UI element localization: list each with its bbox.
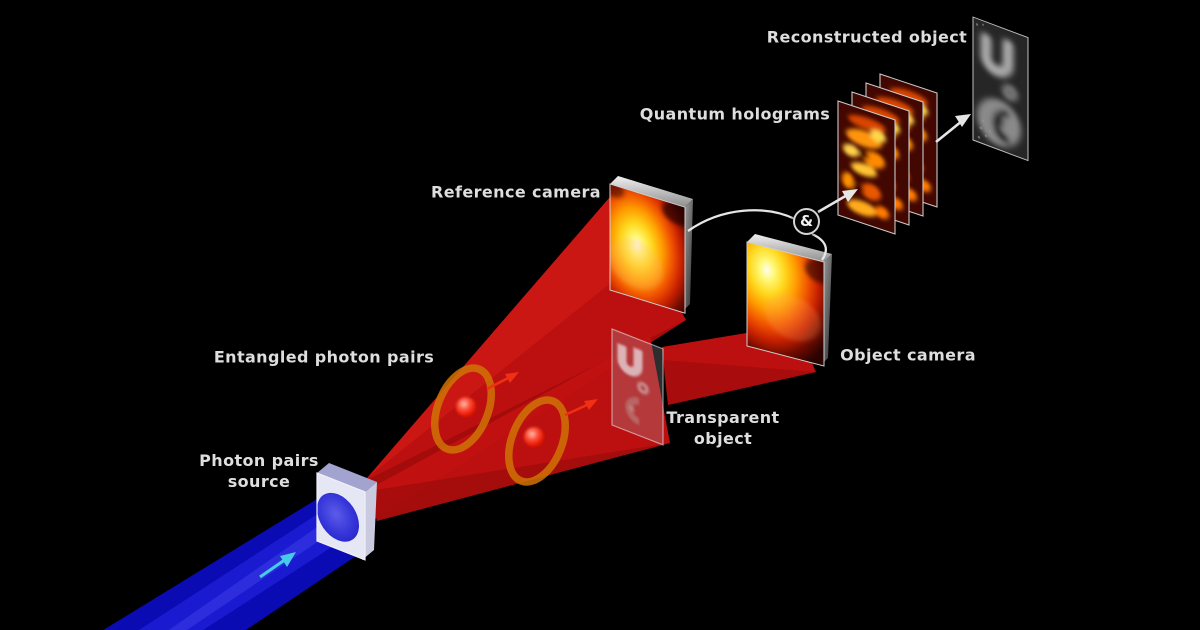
reconstructed-object-panel xyxy=(972,16,1029,162)
logo-g-shape xyxy=(992,109,1011,145)
photon-direction-arrows xyxy=(486,372,598,417)
beam-spot-disc xyxy=(765,294,821,342)
red-beam-lower xyxy=(369,336,670,521)
entanglement-loops xyxy=(431,364,569,486)
label-quantum-holograms: Quantum holograms xyxy=(639,104,831,124)
logo-u-shape xyxy=(980,32,1014,78)
pump-direction-arrow xyxy=(259,552,296,579)
logo-o-shape xyxy=(637,381,649,395)
label-entangled-photon-pairs: Entangled photon pairs xyxy=(213,347,435,367)
transparent-object-panel xyxy=(611,328,664,446)
label-line: source xyxy=(227,472,291,491)
entangled-loop-left xyxy=(431,364,495,454)
photon-beams-red xyxy=(367,190,816,521)
hologram-panel xyxy=(838,101,895,234)
pump-spot-blue xyxy=(317,492,359,542)
red-beam-upper xyxy=(367,190,686,519)
beam-spot-disc xyxy=(610,238,663,290)
label-object-camera: Object camera xyxy=(840,345,976,365)
reference-to-combine-curve xyxy=(687,209,796,232)
holograms-to-reconstruction-arrow xyxy=(935,119,963,144)
label-photon-pairs-source: Photon pairs source xyxy=(199,450,319,492)
photon-direction-arrow xyxy=(486,375,511,391)
photon-dot-right xyxy=(524,427,544,447)
pump-beam-blue xyxy=(103,496,362,630)
photon-source-crystal xyxy=(316,463,377,561)
quantum-holograms-stack xyxy=(838,74,937,234)
label-reconstructed-object: Reconstructed object xyxy=(766,27,968,47)
combine-to-holograms-arrow xyxy=(817,192,850,214)
combine-operator-symbol: & xyxy=(799,212,814,230)
combine-connectors xyxy=(687,114,971,261)
label-line: Transparent xyxy=(666,408,780,427)
combine-operator-badge: & xyxy=(793,208,820,235)
label-line: Photon pairs xyxy=(199,451,319,470)
photon-direction-arrow xyxy=(564,402,590,417)
object-to-combine-curve xyxy=(811,232,828,261)
label-line: object xyxy=(693,429,753,448)
logo-o-shape xyxy=(1002,84,1018,101)
photon-dot-left xyxy=(456,397,476,417)
reference-camera-panel xyxy=(609,176,693,314)
logo-u-shape xyxy=(617,343,643,377)
entangled-loop-right xyxy=(505,396,569,486)
object-camera-panel xyxy=(746,234,832,367)
label-reference-camera: Reference camera xyxy=(431,182,601,202)
label-transparent-object: Transparent object xyxy=(666,407,779,449)
